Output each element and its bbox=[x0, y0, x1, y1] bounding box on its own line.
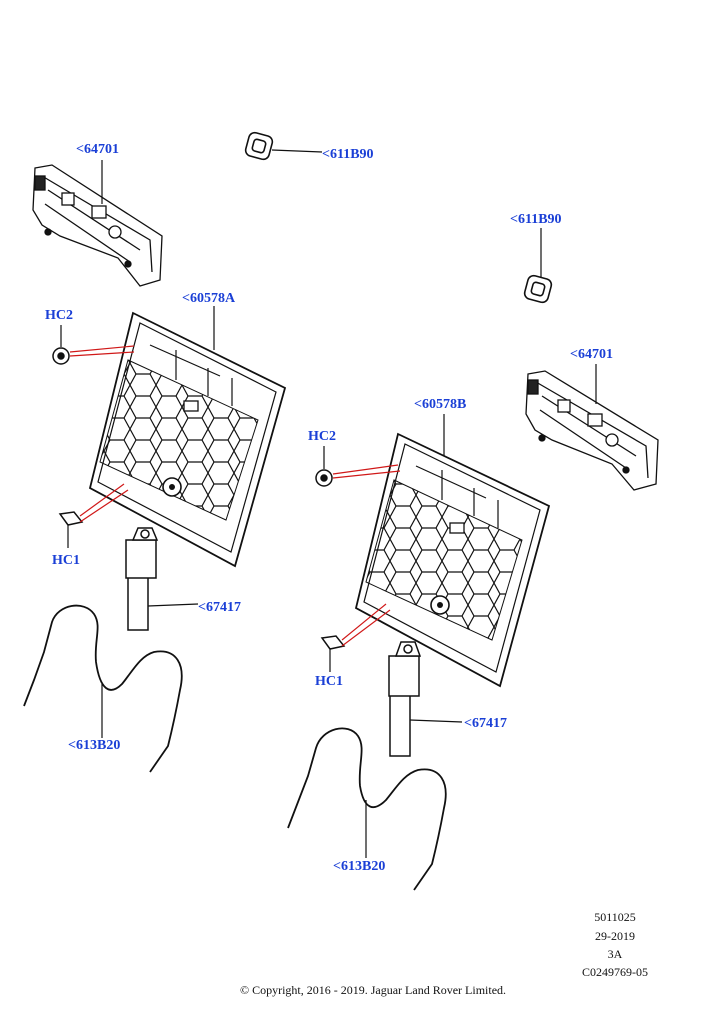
callout-hc1-left: HC1 bbox=[52, 553, 80, 568]
clip-611b90-top bbox=[244, 131, 274, 161]
callout-hc2-left: HC2 bbox=[45, 308, 73, 323]
latch-67417-right bbox=[388, 641, 422, 757]
callout-64701-left: <64701 bbox=[76, 142, 119, 157]
seat-back-panel-60578b bbox=[354, 432, 551, 688]
clip-611b90-right bbox=[523, 274, 553, 304]
callout-67417-right: <67417 bbox=[464, 716, 507, 731]
seat-back-panel-60578a bbox=[88, 311, 287, 568]
clip-hc2-right bbox=[315, 469, 333, 487]
callout-60578a: <60578A bbox=[182, 291, 236, 306]
callout-60578b: <60578B bbox=[414, 397, 467, 412]
doc-illustration-id: C0249769-05 bbox=[582, 965, 648, 979]
cable-613b20-right bbox=[287, 727, 447, 891]
clip-hc2-left bbox=[52, 347, 70, 365]
clip-hc1-left bbox=[58, 511, 84, 526]
callout-611b90-right: <611B90 bbox=[510, 212, 562, 227]
callout-67417-left: <67417 bbox=[198, 600, 241, 615]
callout-613b20-left: <613B20 bbox=[68, 738, 121, 753]
doc-revision: 3A bbox=[607, 947, 623, 961]
clip-hc1-right bbox=[320, 635, 346, 650]
bracket-64701-left bbox=[32, 164, 163, 287]
latch-67417-left bbox=[125, 527, 159, 631]
callout-hc2-right: HC2 bbox=[308, 429, 336, 444]
callout-hc1-right: HC1 bbox=[315, 674, 343, 689]
callout-613b20-right: <613B20 bbox=[333, 859, 386, 874]
bracket-64701-right bbox=[525, 370, 659, 491]
doc-date: 29-2019 bbox=[595, 929, 635, 943]
callout-64701-right: <64701 bbox=[570, 347, 613, 362]
callout-611b90-top: <611B90 bbox=[322, 147, 374, 162]
cable-613b20-left bbox=[23, 604, 183, 773]
copyright-notice: © Copyright, 2016 - 2019. Jaguar Land Ro… bbox=[239, 983, 507, 997]
doc-ref-number: 5011025 bbox=[594, 910, 636, 924]
